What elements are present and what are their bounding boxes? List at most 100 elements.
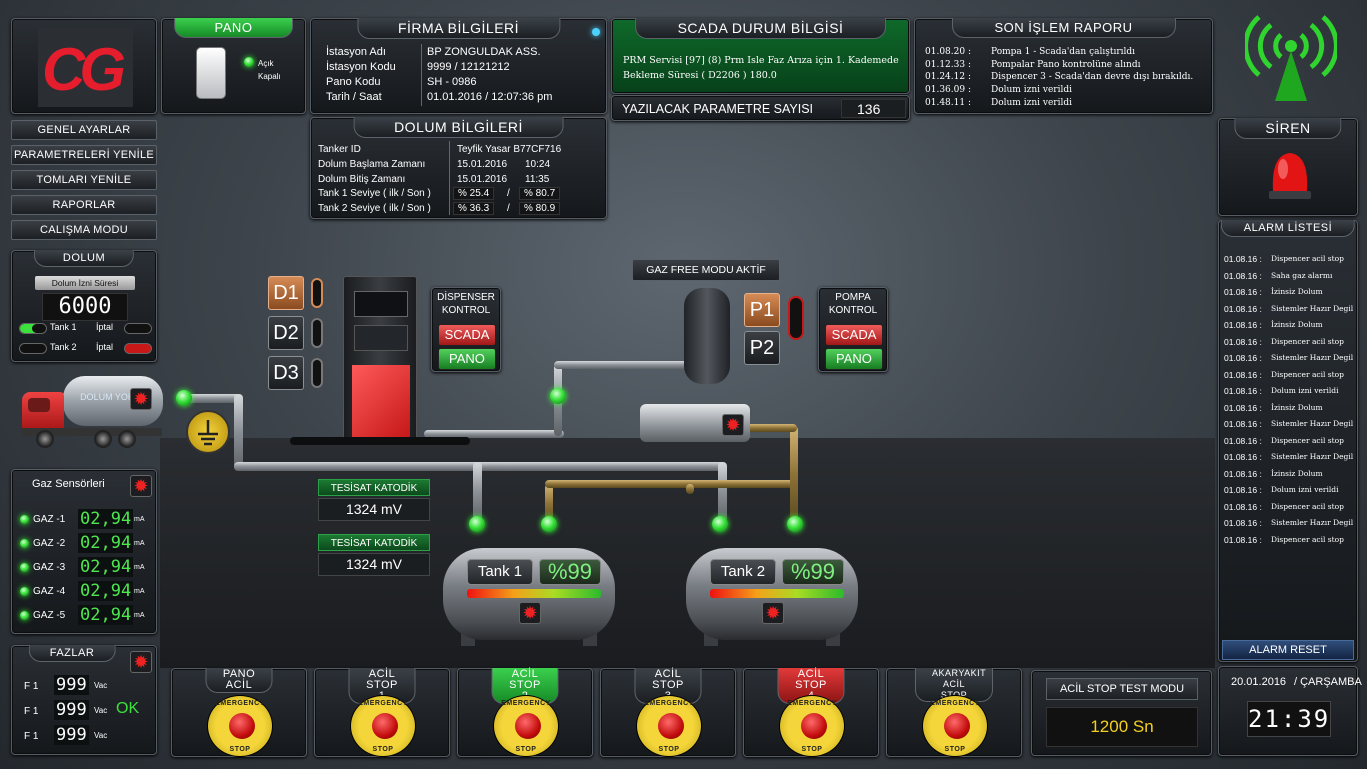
menu-button[interactable]: GENEL AYARLAR (11, 120, 157, 140)
estop-ring-text-bottom: STOP (658, 746, 680, 753)
tank-name: Tank 1 (467, 559, 533, 585)
gas-free-badge: GAZ FREE MODU AKTİF (632, 259, 780, 281)
pump-scada-button[interactable]: SCADA (825, 324, 883, 346)
katodik-title: TESİSAT KATODİK (318, 534, 430, 551)
pipe-main-h1 (178, 394, 240, 403)
clock-time: 21:39 (1247, 701, 1331, 737)
param-count-label: YAZILACAK PARAMETRE SAYISI (622, 102, 814, 116)
tank-gear-icon[interactable]: ✹ (519, 602, 541, 624)
alarm-date: 01.08.16 : (1224, 435, 1262, 446)
tank-toggle[interactable] (19, 343, 47, 354)
dispenser-nozzle-icon (311, 358, 323, 388)
pano-switch[interactable] (196, 47, 226, 99)
tank-level-first: % 36.3 (453, 202, 495, 215)
alarm-text: İzinsiz Dolum (1271, 468, 1323, 478)
alarm-reset-button[interactable]: ALARM RESET (1222, 640, 1354, 660)
alarm-date: 01.08.16 : (1224, 369, 1262, 380)
pano-panel: PANO Açık Kapalı (161, 18, 306, 114)
pump-button-p1[interactable]: P1 (744, 293, 780, 327)
estop-button[interactable] (372, 713, 398, 739)
gas-sensor-unit: mA (134, 516, 145, 523)
estop-button[interactable] (801, 713, 827, 739)
faz-unit: Vac (94, 731, 108, 740)
siren-light-icon[interactable] (1267, 145, 1313, 201)
faz-unit: Vac (94, 681, 108, 690)
gas-sensor-led (20, 563, 29, 572)
gas-settings-gear-icon[interactable]: ✹ (130, 475, 152, 497)
pump-switch-icon[interactable] (788, 296, 804, 340)
menu-button[interactable]: PARAMETRELERİ YENİLE (11, 145, 157, 165)
disp-pano-button[interactable]: PANO (438, 348, 496, 370)
gas-sensor-led (20, 539, 29, 548)
dispenser-button-d2[interactable]: D2 (268, 316, 304, 350)
faz-name: F 1 (24, 681, 39, 692)
tank-toggle[interactable] (19, 323, 47, 334)
disp-valve-led (550, 388, 566, 404)
dispenser-nozzle-icon (311, 278, 323, 308)
estop-button[interactable] (658, 713, 684, 739)
dispenser-button-d1[interactable]: D1 (268, 276, 304, 310)
estop-button[interactable] (515, 713, 541, 739)
firma-divider (421, 44, 422, 106)
dispenser-screen (354, 291, 408, 317)
gas-sensor-unit: mA (134, 564, 145, 571)
pipe-disp-h (424, 430, 564, 438)
firma-label: İstasyon Kodu (326, 61, 396, 73)
faz-settings-gear-icon[interactable]: ✹ (130, 651, 152, 673)
pano-open-label: Açık (258, 59, 274, 68)
firma-label: Pano Kodu (326, 76, 381, 88)
gas-title: Gaz Sensörleri (32, 478, 105, 490)
alarm-date: 01.08.16 : (1224, 386, 1262, 396)
disp-control-panel: DİSPENSER KONTROL SCADA PANO (431, 287, 501, 372)
alarm-date: 01.08.16 : (1224, 402, 1262, 413)
disp-scada-button[interactable]: SCADA (438, 324, 496, 346)
alarm-text: Dispencer acil stop (1271, 369, 1344, 379)
alarm-text: Dispencer acil stop (1271, 336, 1344, 346)
alarm-date: 01.08.16 : (1224, 336, 1262, 347)
clock-panel: 20.01.2016 / ÇARŞAMBA 21:39 (1218, 666, 1362, 756)
tank-level: %99 (782, 559, 844, 585)
estop-button[interactable] (229, 713, 255, 739)
gas-sensor-name: GAZ -1 (33, 514, 66, 525)
firma-value: BP ZONGULDAK ASS. (427, 46, 541, 58)
gas-sensor-led (20, 611, 29, 620)
estop-ring-text-bottom: STOP (229, 746, 251, 753)
dispenser-button-d3[interactable]: D3 (268, 356, 304, 390)
estop-panel: ACİL STOP 3EMERGENCYSTOP (600, 668, 736, 757)
dolum-bilgi-value: Teyfik Yasar B77CF716 (457, 144, 562, 155)
pipe-gasfree-h (554, 361, 712, 369)
estop-button[interactable] (944, 713, 970, 739)
tank-gear-icon[interactable]: ✹ (762, 602, 784, 624)
menu-button[interactable]: CALIŞMA MODU (11, 220, 157, 240)
alarm-text: Dispencer acil stop (1271, 534, 1344, 544)
gas-sensor-value: 02,94 (78, 557, 134, 577)
pump-pano-button[interactable]: PANO (825, 348, 883, 370)
alarm-text: Dispencer acil stop (1271, 254, 1344, 263)
iptal-toggle[interactable] (124, 323, 152, 334)
pump-button-p2[interactable]: P2 (744, 331, 780, 365)
truck-wheel-3 (118, 430, 136, 448)
alarm-date: 01.08.16 : (1224, 518, 1262, 528)
pump-control-title-2: KONTROL (828, 305, 878, 316)
iptal-toggle[interactable] (124, 343, 152, 354)
pump-gear-icon[interactable]: ✹ (722, 414, 744, 436)
firma-value: SH - 0986 (427, 76, 477, 88)
alarm-text: Dolum izni verildi (1271, 485, 1339, 494)
alarm-date: 01.08.16 : (1224, 501, 1262, 512)
menu-button[interactable]: RAPORLAR (11, 195, 157, 215)
dolum-title: DOLUM (33, 250, 135, 267)
menu-button[interactable]: TOMLARI YENİLE (11, 170, 157, 190)
firma-label: Tarih / Saat (326, 91, 382, 103)
estop-ring-text-top: EMERGENCY (644, 700, 694, 707)
faz-value: 999 (54, 725, 89, 745)
alarm-date: 01.08.16 : (1224, 303, 1262, 314)
truck-gear-icon[interactable]: ✹ (130, 388, 152, 410)
alarm-date: 01.08.16 : (1224, 287, 1262, 297)
estop-panel: ACİL STOP 4EMERGENCYSTOP (743, 668, 879, 757)
estop-ring-text-bottom: STOP (515, 746, 537, 753)
truck-chassis (22, 428, 162, 436)
faz-value: 999 (54, 675, 89, 695)
